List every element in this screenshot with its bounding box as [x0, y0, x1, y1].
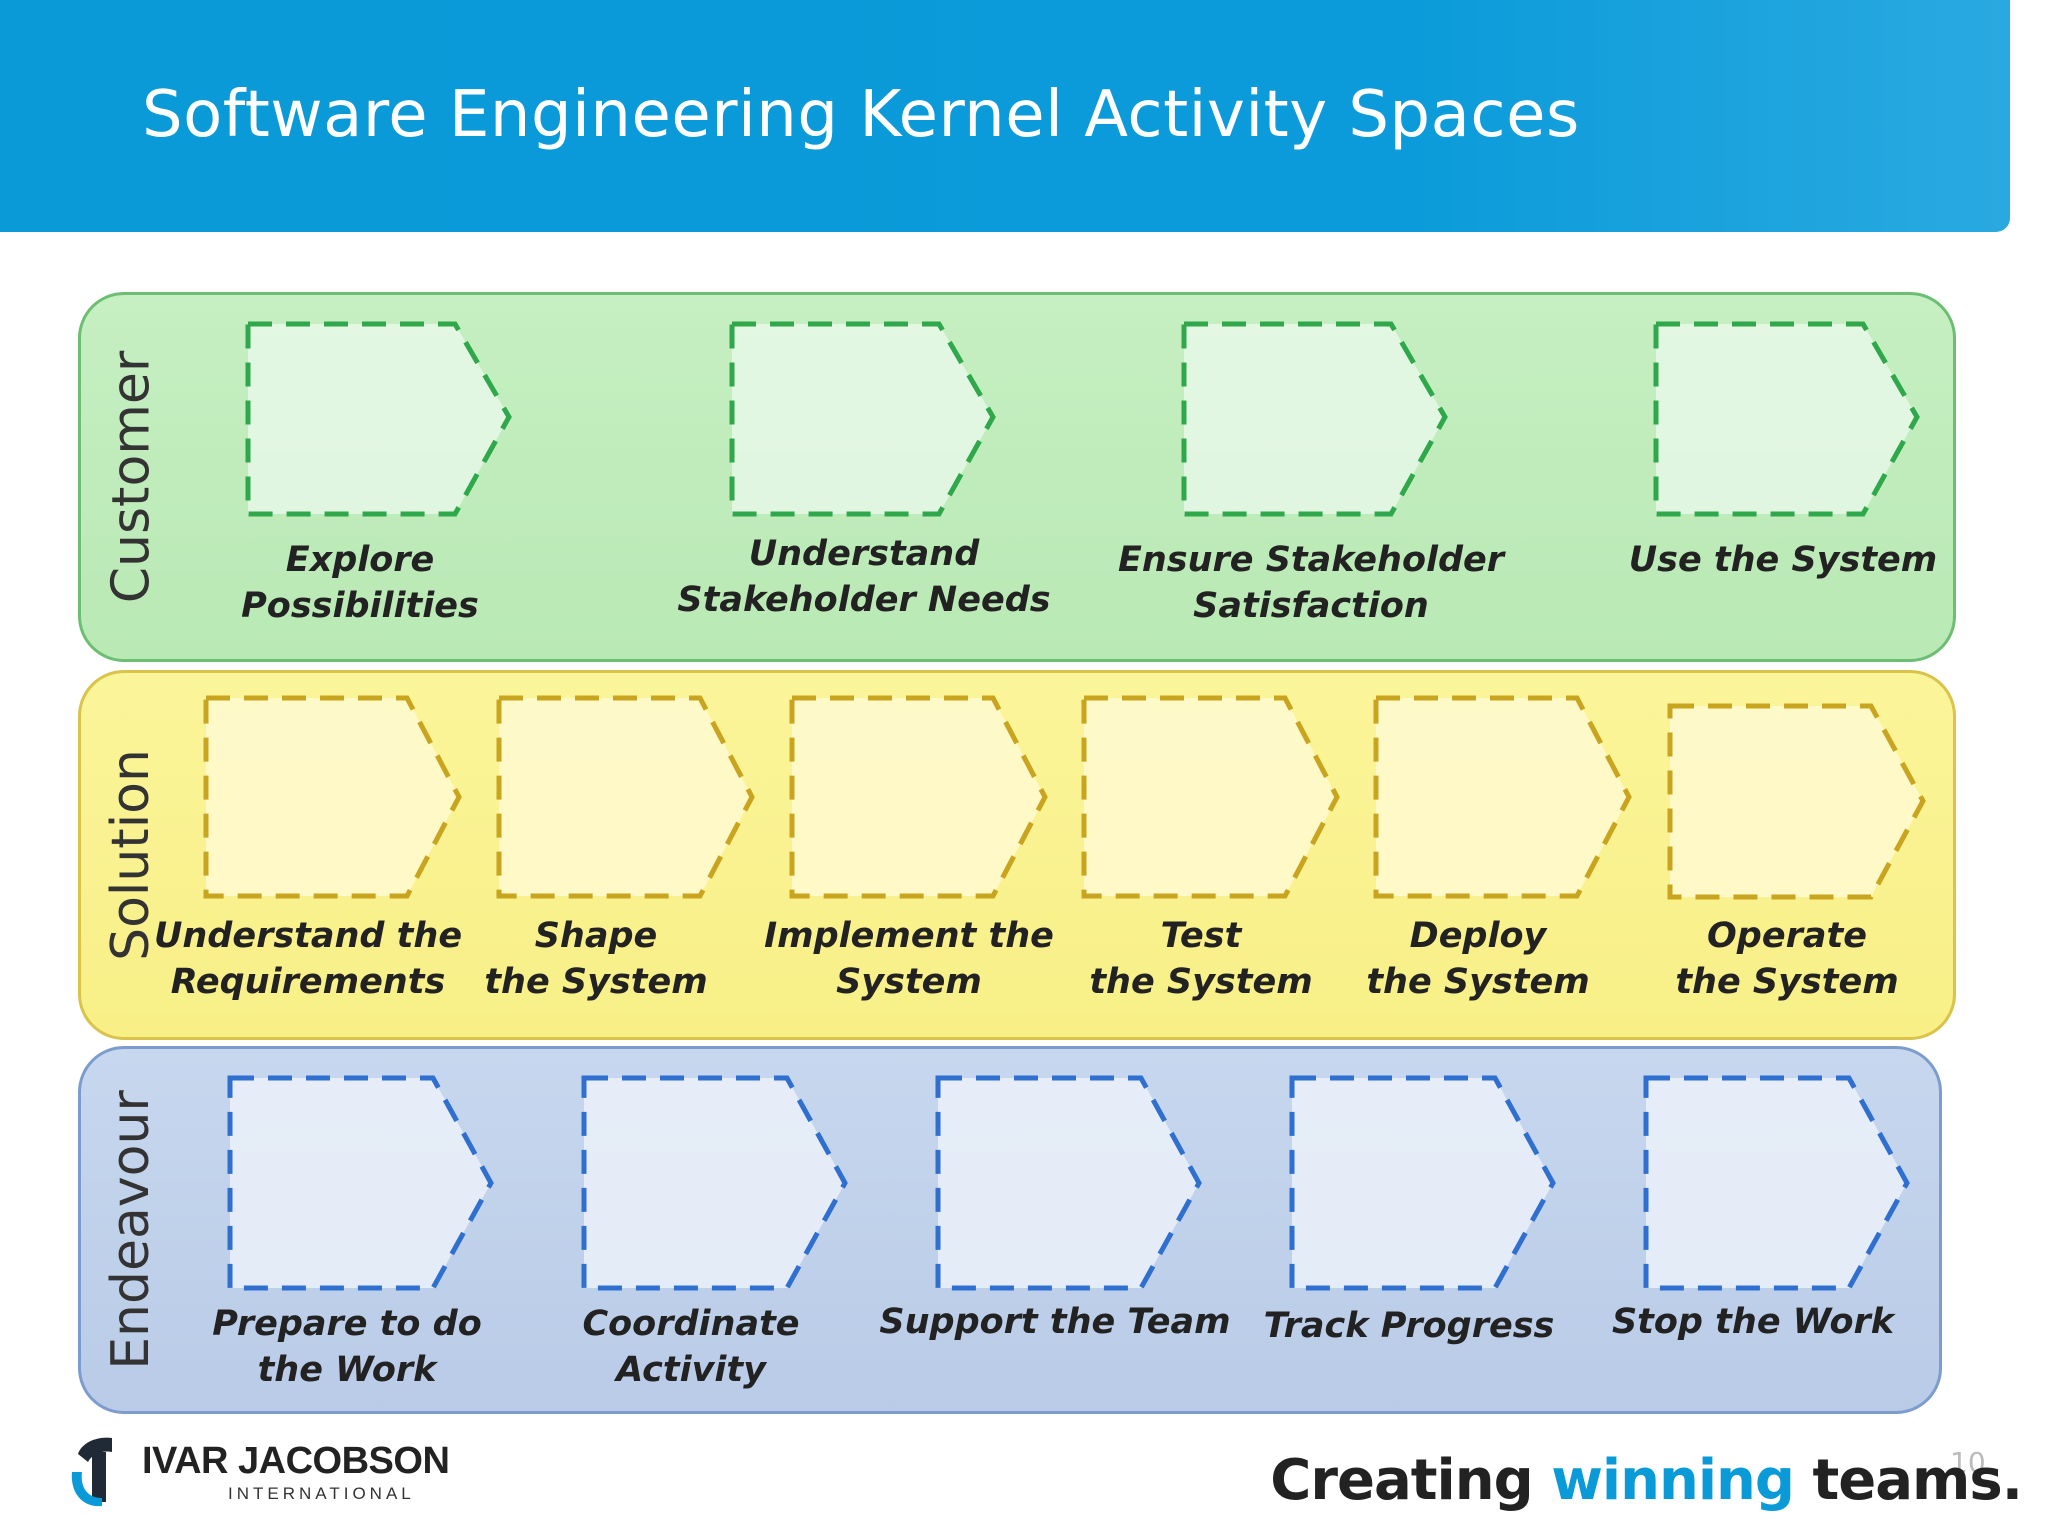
- tagline-part2: teams.: [1794, 1448, 2023, 1513]
- activity-label-line1: Use the System: [1628, 540, 1938, 580]
- activity-label-line2: the System: [1366, 962, 1590, 1002]
- activity-label-line2: Possibilities: [241, 586, 479, 626]
- customer-band: Customer Explore Possibilities Understan…: [78, 292, 1956, 662]
- activity-label: Track Progress: [1249, 1303, 1569, 1349]
- activity-label-line2: Satisfaction: [1193, 586, 1429, 626]
- slide-title: Software Engineering Kernel Activity Spa…: [142, 78, 1580, 152]
- activity-label: Support the Team: [875, 1299, 1235, 1345]
- solution-band-label: Solution: [101, 749, 161, 961]
- dashed-arrow-shape: [1373, 695, 1632, 899]
- activity-label: Understand the Requirements: [153, 913, 463, 1005]
- tagline-part1: Creating: [1270, 1448, 1552, 1513]
- title-bar: Software Engineering Kernel Activity Spa…: [0, 0, 2010, 232]
- dashed-arrow-shape: [1667, 703, 1926, 900]
- activity-label-line2: Requirements: [170, 962, 446, 1002]
- activity-label-line2: the System: [1089, 962, 1313, 1002]
- activity-label-line2: the System: [484, 962, 708, 1002]
- activity-label-line1: Deploy: [1409, 916, 1547, 956]
- activity-label: Coordinate Activity: [571, 1301, 811, 1393]
- activity-label-line1: Shape: [534, 916, 658, 956]
- activity-label: Shape the System: [456, 913, 736, 1005]
- dashed-arrow-shape: [789, 695, 1048, 899]
- customer-band-label-wrap: Customer: [81, 295, 181, 659]
- activity-label-line2: the Work: [257, 1350, 437, 1390]
- activity-label: Operate the System: [1637, 913, 1937, 1005]
- ivar-jacobson-logo: IVAR JACOBSON INTERNATIONAL: [68, 1432, 450, 1512]
- activity-label-line2: System: [836, 962, 982, 1002]
- customer-band-label: Customer: [101, 350, 161, 604]
- activity-label-line1: Stop the Work: [1611, 1302, 1895, 1342]
- endeavour-band: Endeavour Prepare to do the Work Coordin…: [78, 1046, 1942, 1414]
- activity-label-line2: Stakeholder Needs: [677, 580, 1051, 620]
- dashed-arrow-shape: [203, 695, 462, 899]
- activity-label: Understand Stakeholder Needs: [669, 531, 1059, 623]
- activity-label: Explore Possibilities: [205, 537, 515, 629]
- page-number: 10: [1950, 1446, 1986, 1479]
- dashed-arrow-shape: [935, 1075, 1202, 1291]
- dashed-arrow-shape: [1289, 1075, 1556, 1291]
- dashed-arrow-shape: [245, 321, 512, 517]
- dashed-arrow-shape: [227, 1075, 494, 1291]
- activity-label-line1: Track Progress: [1263, 1306, 1555, 1346]
- endeavour-band-label: Endeavour: [101, 1090, 162, 1370]
- activity-label-line1: Ensure Stakeholder: [1117, 540, 1505, 580]
- dashed-arrow-shape: [1643, 1075, 1910, 1291]
- activity-label-line1: Test: [1160, 916, 1242, 956]
- activity-label-line1: Implement the: [764, 916, 1054, 956]
- activity-label: Test the System: [1071, 913, 1331, 1005]
- solution-band: Solution Understand the Requirements Sha…: [78, 670, 1956, 1040]
- logo-subtitle: INTERNATIONAL: [228, 1484, 415, 1503]
- activity-label-line1: Coordinate: [582, 1304, 800, 1344]
- activity-label-line1: Operate: [1707, 916, 1867, 956]
- activity-label-line1: Explore: [285, 540, 435, 580]
- logo-name: IVAR JACOBSON: [142, 1440, 450, 1482]
- activity-label: Use the System: [1603, 537, 1963, 583]
- dashed-arrow-shape: [496, 695, 755, 899]
- activity-label: Stop the Work: [1603, 1299, 1903, 1345]
- tagline: Creating winning teams.: [1270, 1448, 2023, 1513]
- dashed-arrow-shape: [1081, 695, 1340, 899]
- dashed-arrow-shape: [1181, 321, 1448, 517]
- tagline-accent: winning: [1551, 1448, 1795, 1513]
- activity-label: Implement the System: [759, 913, 1059, 1005]
- activity-label-line1: Understand: [748, 534, 980, 574]
- logo-mark-icon: [71, 1437, 112, 1507]
- activity-label-line1: Support the Team: [879, 1302, 1231, 1342]
- dashed-arrow-shape: [581, 1075, 848, 1291]
- activity-label: Deploy the System: [1343, 913, 1613, 1005]
- dashed-arrow-shape: [1653, 321, 1920, 517]
- activity-label-line1: Understand the: [153, 916, 463, 956]
- dashed-arrow-shape: [729, 321, 996, 517]
- activity-label: Ensure Stakeholder Satisfaction: [1101, 537, 1521, 629]
- activity-label: Prepare to do the Work: [207, 1301, 487, 1393]
- activity-label-line2: Activity: [616, 1350, 766, 1390]
- activity-label-line1: Prepare to do: [212, 1304, 482, 1344]
- endeavour-band-label-wrap: Endeavour: [81, 1049, 181, 1411]
- activity-label-line2: the System: [1675, 962, 1899, 1002]
